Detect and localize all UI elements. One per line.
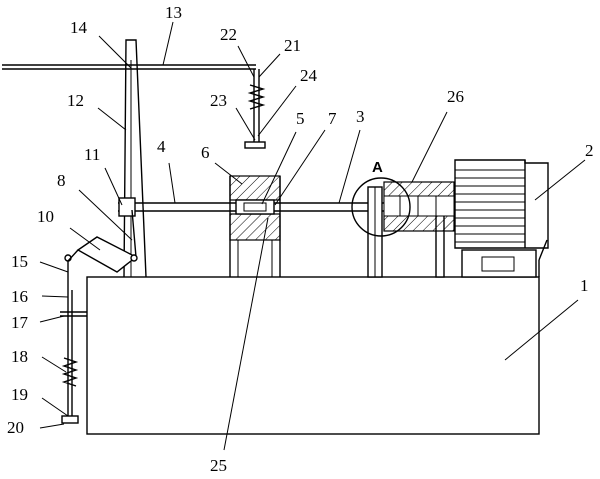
- base-box: [86, 239, 548, 435]
- label-6: 6: [201, 143, 210, 162]
- label-26: 26: [447, 87, 464, 106]
- label-23: 23: [210, 91, 227, 110]
- coupling: [383, 181, 455, 232]
- label-19: 19: [11, 385, 28, 404]
- top-arm: [2, 64, 256, 70]
- motor-fins: [455, 160, 526, 248]
- motor-housing: [454, 159, 549, 278]
- slider: [118, 197, 136, 217]
- label-15: 15: [11, 252, 28, 271]
- label-7: 7: [328, 109, 337, 128]
- label-detail-a: A: [372, 159, 383, 176]
- label-21: 21: [284, 36, 301, 55]
- label-11: 11: [84, 145, 100, 164]
- label-3: 3: [356, 107, 365, 126]
- left-spring: [61, 357, 79, 387]
- hanging-spring-assembly: [244, 69, 266, 149]
- lever-plate: [76, 209, 138, 273]
- label-4: 4: [157, 137, 166, 156]
- label-1: 1: [580, 276, 589, 295]
- leader-lines: [39, 21, 586, 451]
- label-20: 20: [7, 418, 24, 437]
- mast: [123, 39, 147, 278]
- label-14: 14: [70, 18, 88, 37]
- label-8: 8: [57, 171, 66, 190]
- part-labels: 1 2 3 4 5 6 7 8 10 11 12 13 14 15 16 17 …: [7, 3, 594, 475]
- label-25: 25: [210, 456, 227, 475]
- label-18: 18: [11, 347, 28, 366]
- label-10: 10: [37, 207, 54, 226]
- label-17: 17: [11, 313, 29, 332]
- label-13: 13: [165, 3, 182, 22]
- label-12: 12: [67, 91, 84, 110]
- label-5: 5: [296, 109, 305, 128]
- label-2: 2: [585, 141, 594, 160]
- label-24: 24: [300, 66, 318, 85]
- detail-circle: [351, 177, 411, 237]
- left-spring-assembly: [60, 249, 87, 424]
- label-22: 22: [220, 25, 237, 44]
- label-16: 16: [11, 287, 28, 306]
- hanging-spring: [247, 84, 266, 110]
- bearing-block: [229, 175, 281, 277]
